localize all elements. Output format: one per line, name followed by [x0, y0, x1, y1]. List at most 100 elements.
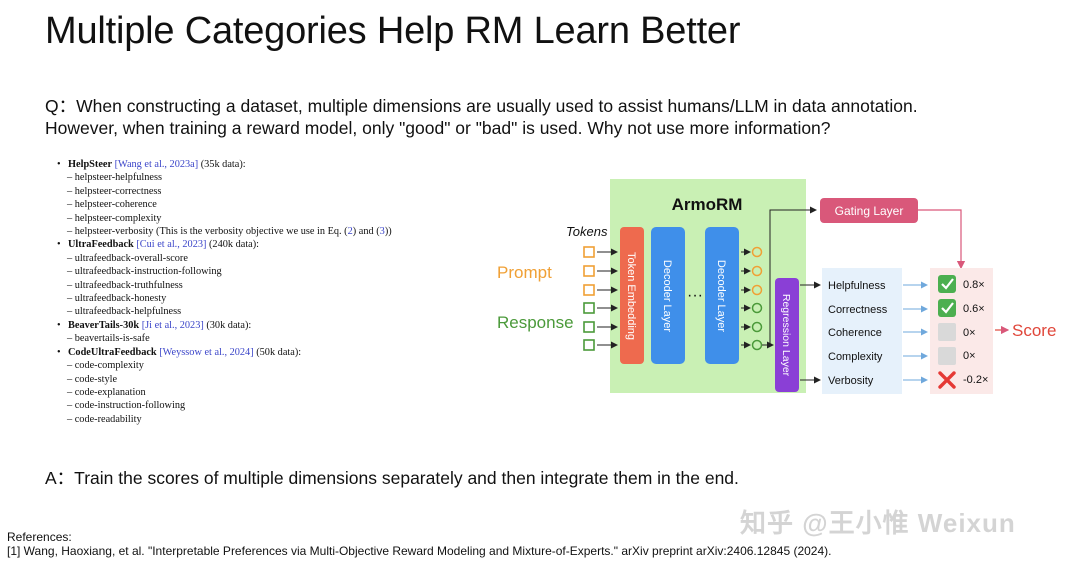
dataset-helpsteer: • HelpSteer [Wang et al., 2023a] (35k dat…	[57, 158, 392, 171]
list-item: – code-complexity	[67, 360, 144, 372]
list-item: – code-instruction-following	[67, 400, 186, 412]
armorm-title: ArmoRM	[672, 195, 743, 214]
gating-layer-block	[820, 198, 918, 223]
list-item: – ultrafeedback-truthfulness	[67, 279, 183, 291]
slide-title: Multiple Categories Help RM Learn Better	[45, 10, 741, 52]
weight-value: 0×	[963, 327, 976, 339]
gating-input-arrow	[769, 206, 817, 345]
decoder-layer-block	[705, 227, 739, 364]
ellipsis: ···	[687, 287, 703, 304]
decoder-layer-label: Decoder Layer	[661, 260, 673, 332]
list-item: – helpsteer-coherence	[67, 199, 157, 211]
list-item: – helpsteer-correctness	[67, 185, 162, 197]
objective-label: Verbosity	[828, 375, 874, 387]
reference-item: [1] Wang, Haoxiang, et al. "Interpretabl…	[7, 544, 832, 558]
dataset-size: (30k data):	[206, 319, 252, 331]
cross-icon	[938, 371, 956, 389]
list-item: – beavertails-is-safe	[67, 333, 150, 345]
dataset-beavertails: • BeaverTails-30k [Ji et al., 2023] (30k …	[57, 319, 392, 332]
bullet-icon: •	[57, 319, 61, 331]
list-item: – helpsteer-helpfulness	[67, 172, 163, 184]
decoder-layer-block	[651, 227, 685, 364]
list-item-verbosity: – helpsteer-verbosity (This is the verbo…	[67, 226, 392, 238]
list-item: – ultrafeedback-overall-score	[67, 252, 188, 264]
dataset-name: BeaverTails-30k	[68, 319, 140, 331]
dataset-name: UltraFeedback	[68, 239, 134, 251]
token-embedding-block	[620, 227, 644, 364]
dataset-size: (50k data):	[256, 346, 302, 358]
check-icon	[938, 299, 956, 317]
citation-link[interactable]: [Ji et al., 2023]	[141, 319, 204, 331]
answer-text: A：Train the scores of multiple dimension…	[45, 468, 739, 488]
check-icon	[938, 275, 956, 293]
dataset-size: (35k data):	[200, 159, 246, 170]
bullet-icon: •	[57, 159, 61, 170]
token-icon	[583, 321, 595, 333]
objective-label: Correctness	[828, 304, 888, 316]
response-label: Response	[497, 313, 574, 332]
hidden-states	[751, 246, 763, 351]
citation-link[interactable]: [Wang et al., 2023a]	[114, 159, 199, 170]
list-item: – helpsteer-complexity	[67, 212, 162, 224]
blank-icon	[938, 347, 956, 365]
dataset-codeultrafeedback: • CodeUltraFeedback [Weyssow et al., 2024…	[57, 346, 392, 359]
blank-icon	[938, 323, 956, 341]
references-label: References:	[7, 530, 72, 544]
regression-layer-label: Regression Layer	[780, 294, 792, 377]
list-item: – code-readability	[67, 413, 142, 425]
equation-link[interactable]: 3	[379, 226, 385, 238]
dataset-size: (240k data):	[209, 239, 260, 251]
dataset-name: HelpSteer	[68, 159, 113, 170]
regression-layer-block	[775, 278, 799, 392]
weight-value: 0×	[963, 350, 976, 362]
objective-arrows	[800, 281, 821, 384]
token-icon	[583, 302, 595, 314]
question-line-2: However, when training a reward model, o…	[45, 118, 831, 138]
references: References: [1] Wang, Haoxiang, et al. "…	[7, 530, 831, 558]
hidden-state-icon	[751, 246, 763, 258]
token-icon	[583, 339, 595, 351]
list-item: – ultrafeedback-instruction-following	[67, 266, 222, 278]
gating-output-arrow	[918, 209, 966, 270]
hidden-state-icon	[751, 321, 763, 333]
dataset-name: CodeUltraFeedback	[68, 346, 157, 358]
hidden-state-icon	[751, 265, 763, 277]
objective-to-weight-arrows	[903, 281, 928, 384]
objectives-panel	[822, 268, 902, 394]
token-icon	[583, 265, 595, 277]
citation-link[interactable]: [Cui et al., 2023]	[136, 239, 207, 251]
list-item: – code-explanation	[67, 386, 146, 398]
gating-layer-label: Gating Layer	[835, 204, 904, 218]
list-item: – ultrafeedback-helpfulness	[67, 306, 182, 318]
token-arrows	[597, 248, 618, 349]
hidden-state-arrows	[741, 248, 751, 349]
decoder-layer-label: Decoder Layer	[715, 260, 727, 332]
list-item: – code-style	[67, 373, 118, 385]
question-line-1: Q：When constructing a dataset, multiple …	[45, 96, 918, 116]
bullet-icon: •	[57, 239, 61, 251]
citation-link[interactable]: [Weyssow et al., 2024]	[159, 346, 254, 358]
question-text: Q：When constructing a dataset, multiple …	[45, 95, 918, 139]
equation-link[interactable]: 2	[347, 226, 353, 238]
objective-label: Helpfulness	[828, 280, 886, 292]
dataset-ultrafeedback: • UltraFeedback [Cui et al., 2023] (240k …	[57, 238, 392, 251]
weight-value: -0.2×	[963, 374, 988, 386]
objective-label: Complexity	[828, 351, 883, 363]
watermark: 知乎 @王小惟 Weixun	[740, 508, 1016, 538]
bullet-icon: •	[57, 346, 61, 358]
hidden-state-icon	[751, 339, 763, 351]
token-icon	[583, 284, 595, 296]
hidden-state-icon	[751, 284, 763, 296]
objective-label: Coherence	[828, 327, 882, 339]
list-item: – ultrafeedback-honesty	[67, 293, 167, 305]
dataset-list: • HelpSteer [Wang et al., 2023a] (35k dat…	[57, 158, 392, 426]
token-icon	[583, 246, 595, 258]
token-embedding-label: Token Embedding	[625, 252, 637, 340]
prompt-label: Prompt	[497, 263, 552, 282]
tokens-label: Tokens	[566, 224, 608, 239]
score-label: Score	[1012, 321, 1056, 340]
token-squares	[583, 246, 595, 351]
weight-value: 0.6×	[963, 303, 985, 315]
hidden-state-icon	[751, 302, 763, 314]
